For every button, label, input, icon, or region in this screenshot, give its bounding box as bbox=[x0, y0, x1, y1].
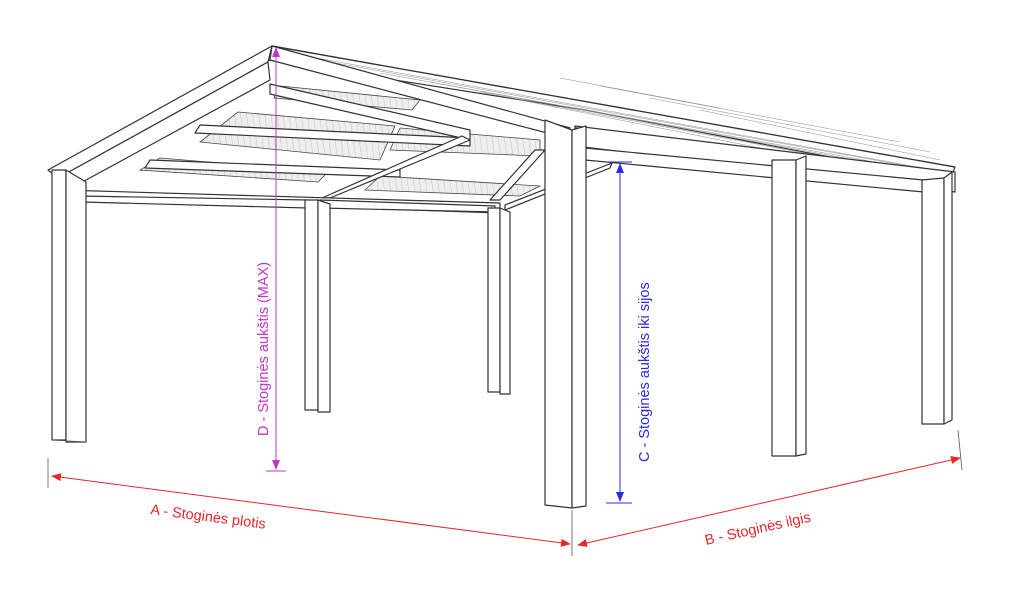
post-right-mid bbox=[771, 159, 797, 457]
rafters bbox=[144, 83, 613, 211]
post-mid-left bbox=[304, 199, 319, 411]
post-mid-back bbox=[487, 207, 501, 393]
dimension-b: B - Stoginės ilgis bbox=[571, 429, 963, 556]
posts bbox=[51, 119, 953, 509]
post-front-corner bbox=[544, 119, 573, 509]
dimension-d: D - Stoginės aukštis (MAX) bbox=[256, 47, 286, 472]
dimension-d-label: D - Stoginės aukštis (MAX) bbox=[256, 262, 272, 436]
dimension-a-label: A - Stoginės plotis bbox=[149, 502, 266, 533]
dimension-c: C - Stoginės aukštis iki sijos bbox=[606, 161, 653, 504]
tie-beams bbox=[61, 189, 501, 214]
dimension-c-label: C - Stoginės aukštis iki sijos bbox=[637, 282, 653, 462]
dimension-b-label: B - Stoginės ilgis bbox=[703, 510, 812, 549]
dimension-a: A - Stoginės plotis bbox=[47, 458, 571, 547]
post-right-back bbox=[921, 177, 945, 425]
roof-right-slope bbox=[267, 45, 956, 181]
post-back-left bbox=[51, 169, 67, 441]
